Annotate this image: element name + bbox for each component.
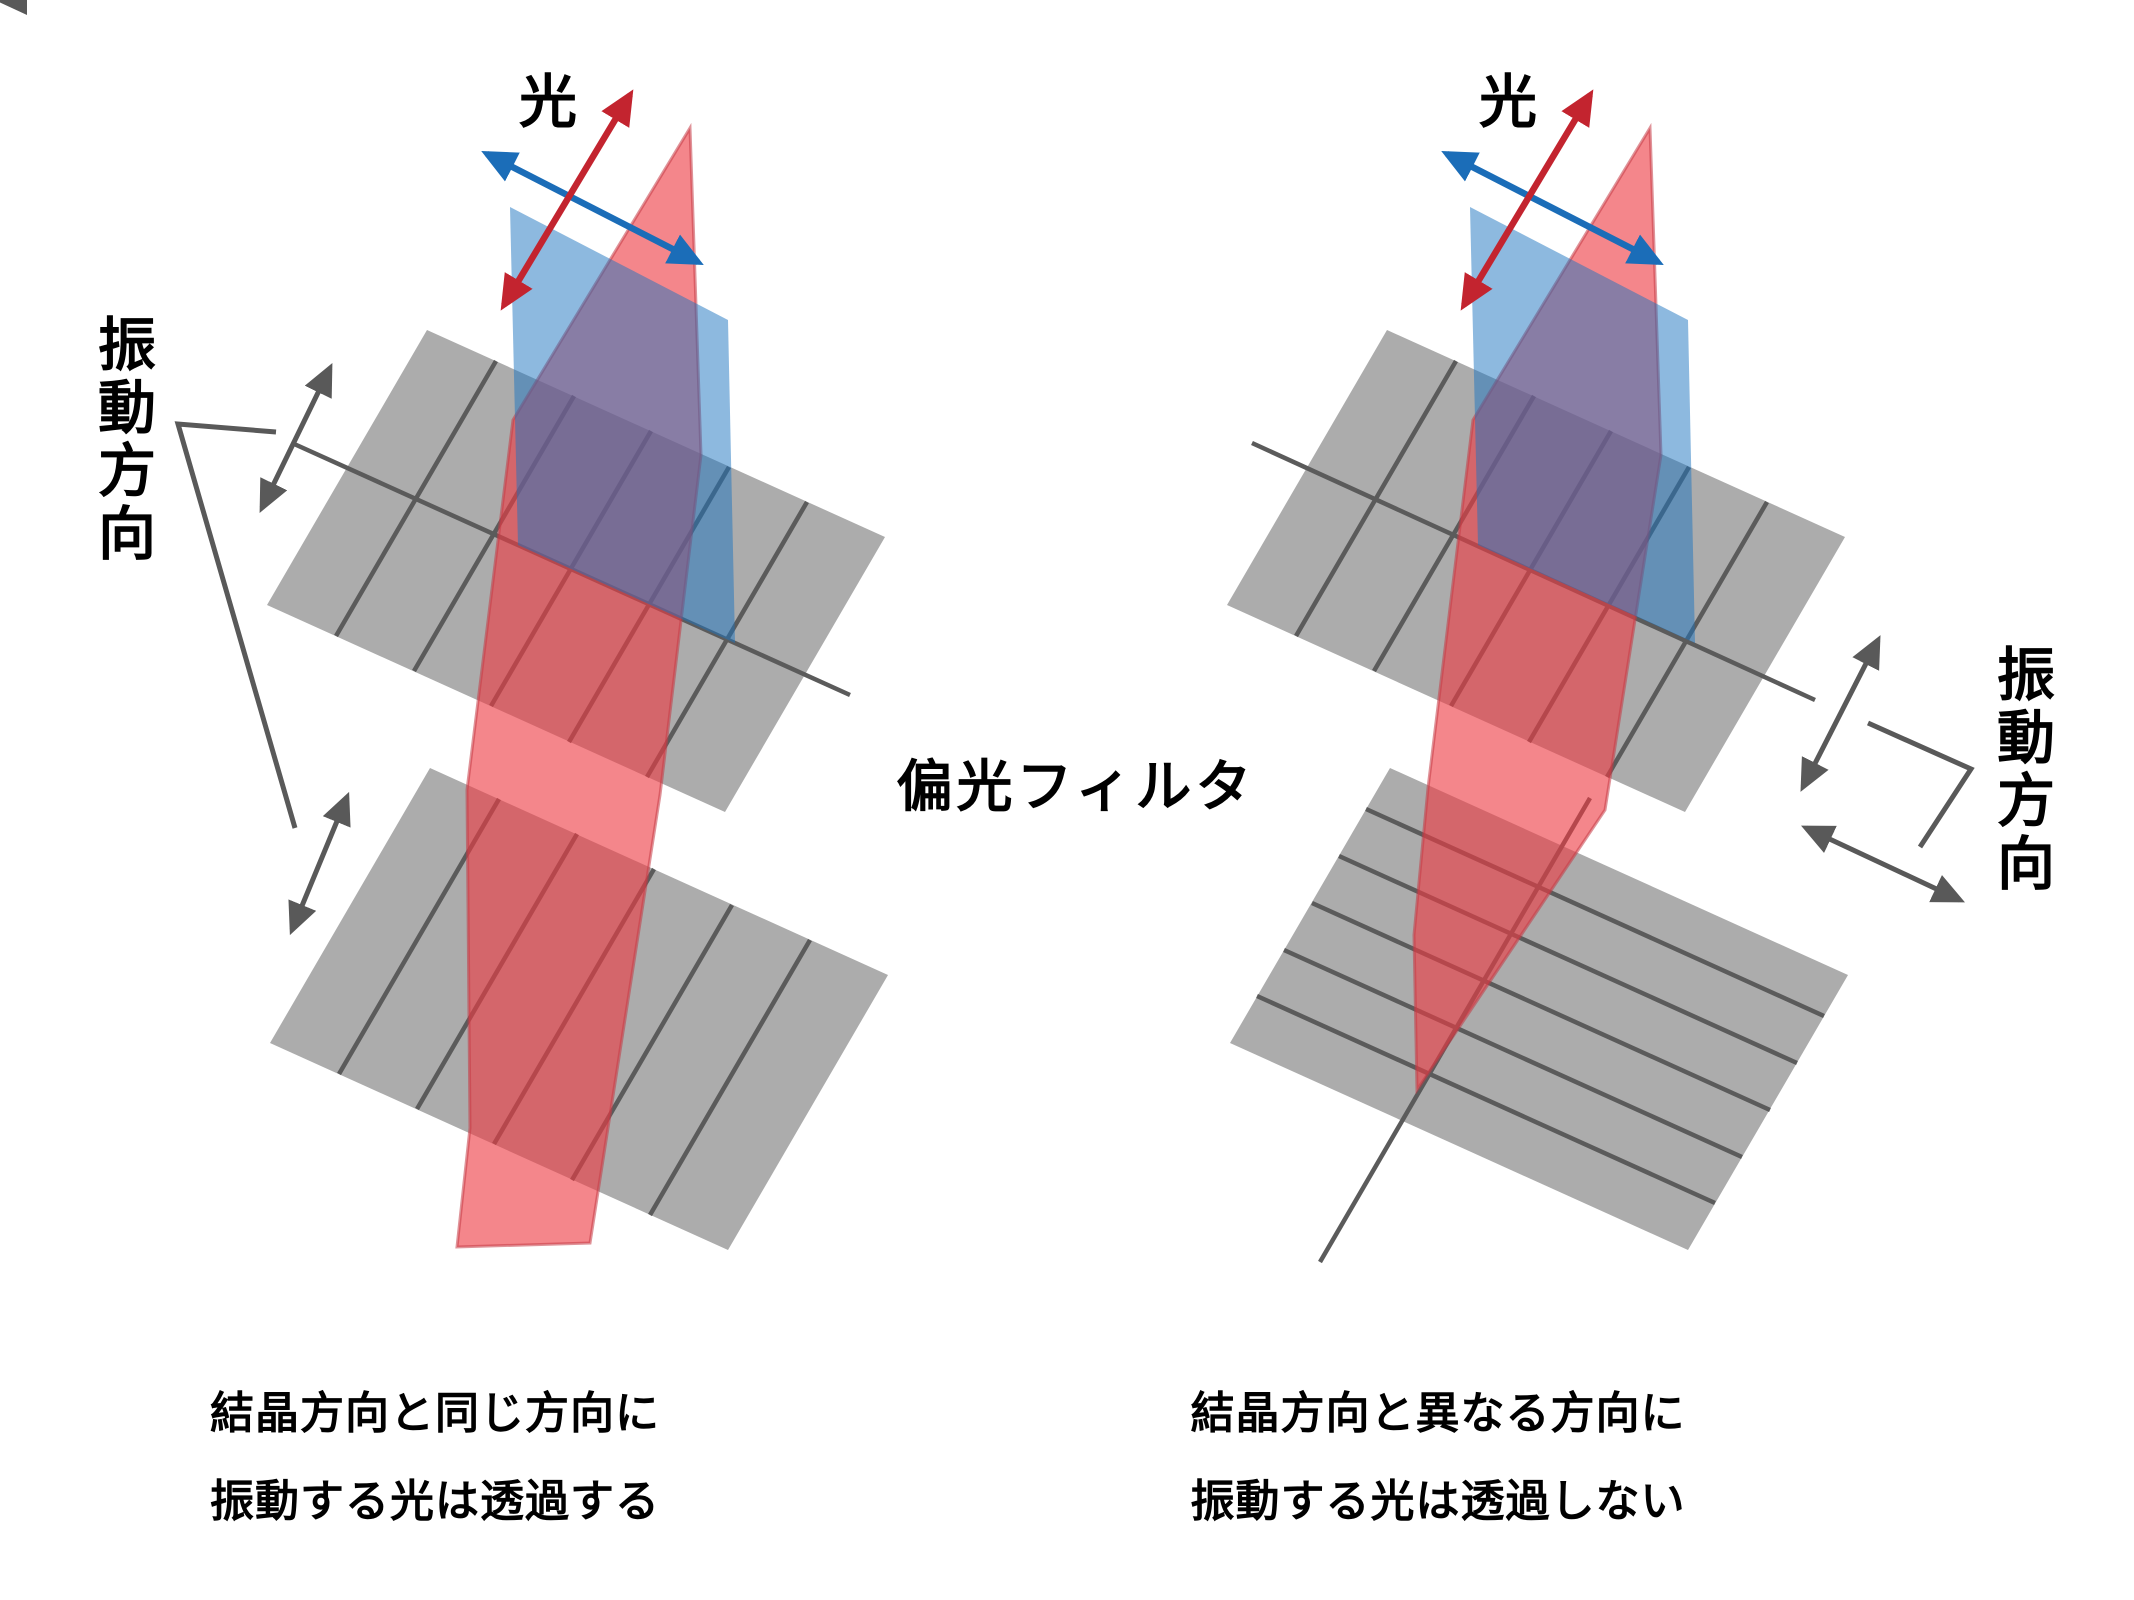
- right-upper-vibration-arrow: [1800, 635, 1881, 792]
- right-lower-filter-crystal-lines: [1256, 806, 1825, 1206]
- right-diagram-crossed-filters: 光 振 動 方 向 結晶方向と異なる方向に 振動する光は透過しない: [1191, 70, 2056, 1526]
- left-upper-vibration-arrow: [259, 363, 333, 513]
- svg-text:方: 方: [98, 439, 156, 504]
- left-blue-light-plane: [510, 207, 735, 643]
- right-red-light-direction-arrow: [1460, 89, 1594, 311]
- left-caption: 結晶方向と同じ方向に 振動する光は透過する: [210, 1389, 660, 1526]
- polarizing-filter-label: 偏光フィルタ: [897, 755, 1256, 818]
- left-light-label: 光: [519, 70, 577, 135]
- left-vibration-direction-label: 振 動 方 向: [98, 313, 156, 567]
- svg-text:振動する光は透過しない: 振動する光は透過しない: [1191, 1477, 1686, 1526]
- svg-text:結晶方向と同じ方向に: 結晶方向と同じ方向に: [210, 1389, 660, 1438]
- right-vibration-bracket: [1866, 720, 1975, 849]
- svg-text:振: 振: [98, 313, 156, 378]
- svg-text:向: 向: [98, 502, 156, 567]
- left-red-light-direction-arrow: [500, 89, 634, 311]
- right-vibration-direction-label: 振 動 方 向: [1997, 643, 2055, 897]
- right-lower-vibration-arrow: [1801, 825, 1965, 903]
- right-caption: 結晶方向と異なる方向に 振動する光は透過しない: [1191, 1389, 1686, 1526]
- left-vibration-bracket: [174, 421, 298, 829]
- right-light-label: 光: [1479, 70, 1537, 135]
- svg-text:振: 振: [1997, 643, 2055, 708]
- svg-text:動: 動: [98, 376, 156, 441]
- svg-text:向: 向: [1997, 832, 2055, 897]
- right-lower-filter-face: [1230, 768, 1848, 1250]
- svg-text:結晶方向と異なる方向に: 結晶方向と異なる方向に: [1191, 1389, 1686, 1438]
- left-lower-vibration-arrow: [288, 791, 351, 936]
- svg-text:振動する光は透過する: 振動する光は透過する: [210, 1477, 660, 1526]
- left-diagram-aligned-filters: 光 振 動 方 向 結晶方向と同じ方向に 振動する光は透過する: [0, 0, 888, 1526]
- svg-text:方: 方: [1997, 769, 2055, 834]
- right-blue-light-plane: [1470, 207, 1695, 643]
- svg-text:動: 動: [1997, 706, 2055, 771]
